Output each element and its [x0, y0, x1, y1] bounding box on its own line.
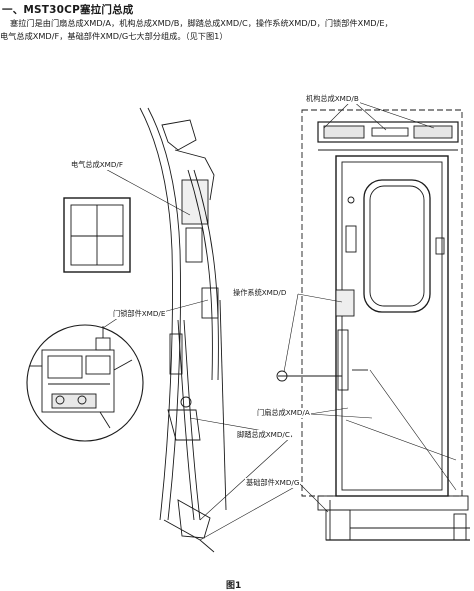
- label-operating: 操作系统XMD/D: [232, 288, 288, 298]
- label-electrical: 电气总成XMD/F: [70, 160, 124, 170]
- label-footstep: 脚踏总成XMD/C: [236, 430, 291, 440]
- side-section-view: [139, 107, 227, 553]
- window-detail: [63, 197, 131, 273]
- leader-lines: [99, 99, 435, 541]
- front-door-view: [276, 109, 470, 541]
- intro-paragraph: 塞拉门是由门扇总成XMD/A，机构总成XMD/B，脚踏总成XMD/C，操作系统X…: [0, 17, 470, 42]
- figure-caption: 图1: [226, 581, 242, 591]
- section-heading: 一、MST30CP塞拉门总成: [2, 4, 134, 16]
- lock-detail-circle: [26, 324, 144, 442]
- intro-line-1: 塞拉门是由门扇总成XMD/A，机构总成XMD/B，脚踏总成XMD/C，操作系统X…: [10, 18, 393, 28]
- label-base: 基础部件XMD/G: [245, 478, 301, 488]
- label-mechanism: 机构总成XMD/B: [305, 94, 360, 104]
- label-lock: 门锁部件XMD/E: [112, 309, 167, 319]
- intro-line-2: 电气总成XMD/F，基础部件XMD/G七大部分组成。（见下图1）: [0, 30, 228, 41]
- label-door-leaf: 门扇总成XMD/A: [256, 408, 311, 418]
